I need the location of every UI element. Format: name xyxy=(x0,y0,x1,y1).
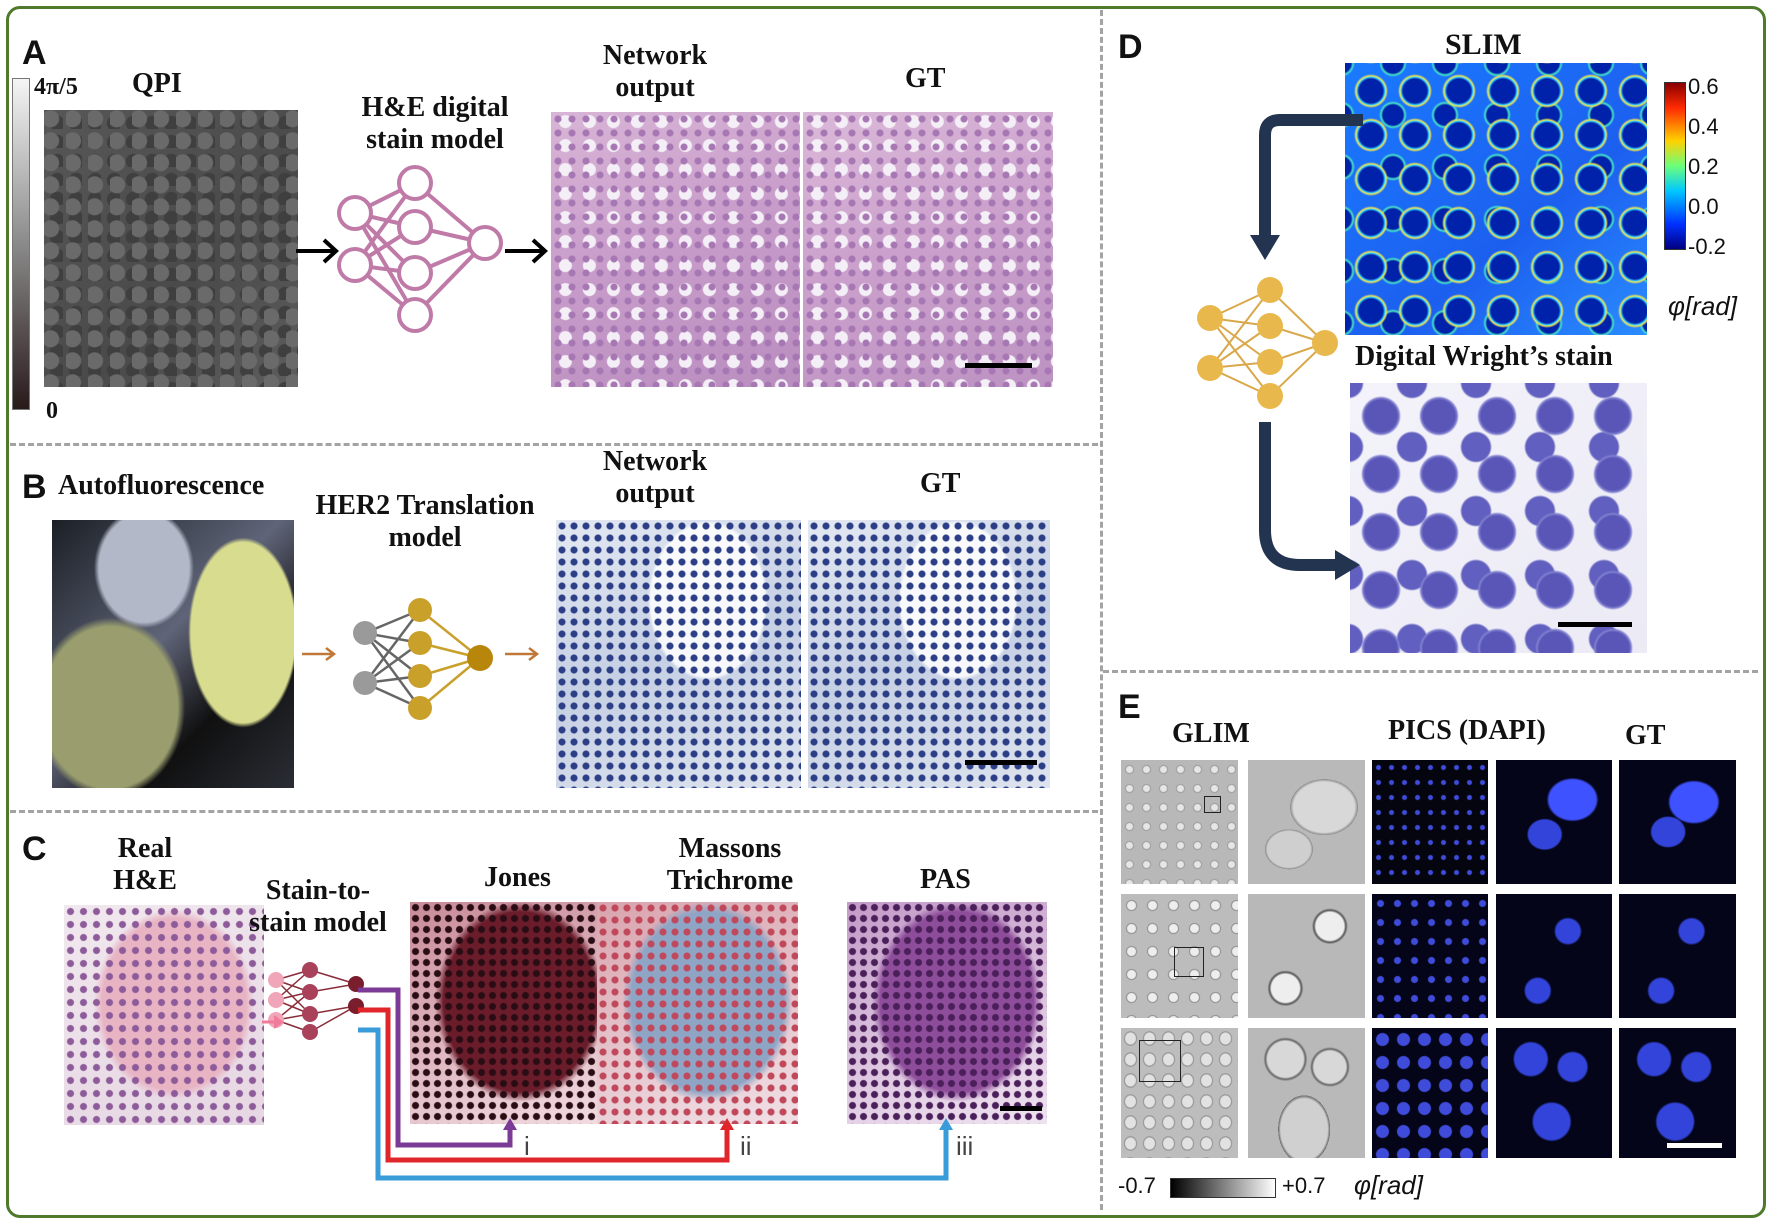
slim-tick: -0.2 xyxy=(1688,234,1726,259)
panel-label-e: E xyxy=(1118,688,1141,726)
her2-output-image xyxy=(556,520,801,788)
pas-image xyxy=(847,902,1047,1124)
he-arrow-in xyxy=(296,238,339,264)
glim-zoom-image xyxy=(1248,1028,1365,1158)
route-label-ii: ii xyxy=(740,1131,752,1161)
stain-input-arrow xyxy=(262,1015,284,1029)
slim-colorbar-unit: φ[rad] xyxy=(1668,291,1737,321)
divider-a-b xyxy=(10,443,1098,446)
pics-wide-image xyxy=(1372,1028,1488,1158)
divider-b-c xyxy=(10,810,1098,813)
slim-colorbar xyxy=(1664,82,1686,250)
qpi-title: QPI xyxy=(132,68,182,99)
wright-stain-title: Digital Wright’s stain xyxy=(1355,341,1613,372)
autofluorescence-image xyxy=(52,520,294,788)
jones-image xyxy=(410,902,610,1124)
her2-model-title: HER2 Translation model xyxy=(315,490,535,554)
gt-image xyxy=(1619,1028,1736,1158)
slim-flow-arrows xyxy=(1250,114,1363,580)
her2-network-icon xyxy=(353,598,493,720)
slim-tick: 0.6 xyxy=(1688,74,1719,99)
glim-wide-image xyxy=(1121,760,1238,884)
pics-zoom-image xyxy=(1496,760,1612,884)
real-he-title: Real H&E xyxy=(113,833,177,897)
wright-stain-image xyxy=(1350,383,1647,653)
stain-network-icon xyxy=(268,962,364,1040)
real-he-image xyxy=(64,905,264,1125)
qpi-colorbar-max-label: 4π/5 xyxy=(34,74,78,100)
he-gt-image xyxy=(803,112,1053,387)
her2-arrow-in xyxy=(302,647,337,661)
her2-scale-bar xyxy=(965,760,1037,765)
massons-title: Massons Trichrome xyxy=(666,833,794,897)
qpi-image xyxy=(44,110,298,387)
gt-col-title: GT xyxy=(1625,720,1666,751)
slim-tick: 0.2 xyxy=(1688,154,1719,179)
glim-col-title: GLIM xyxy=(1172,718,1250,749)
slim-title: SLIM xyxy=(1445,28,1522,61)
panel-label-b: B xyxy=(22,468,47,506)
panel-label-d: D xyxy=(1118,28,1143,66)
panel-label-a: A xyxy=(22,34,47,72)
panel-label-c: C xyxy=(22,830,47,868)
glim-zoom-image xyxy=(1248,760,1365,884)
gt-image xyxy=(1619,894,1736,1018)
her2-gt-title: GT xyxy=(920,468,961,499)
zoom-box xyxy=(1204,796,1221,813)
route-label-iii: iii xyxy=(956,1131,974,1161)
pas-scale-bar xyxy=(1000,1106,1042,1111)
jones-title: Jones xyxy=(484,862,551,893)
he-output-image xyxy=(551,112,800,387)
zoom-box xyxy=(1174,947,1204,977)
he-arrow-out xyxy=(505,238,548,264)
slim-colorbar-ticks: 0.6 0.4 0.2 0.0 -0.2 xyxy=(1688,74,1748,264)
glim-zoom-image xyxy=(1248,894,1365,1018)
her2-output-title: Network output xyxy=(602,446,708,510)
route-label-i: i xyxy=(524,1131,530,1161)
he-scale-bar xyxy=(965,363,1032,368)
glim-colorbar-unit: φ[rad] xyxy=(1354,1170,1423,1200)
her2-gt-image xyxy=(808,520,1050,788)
pics-wide-image xyxy=(1372,894,1488,1018)
pics-zoom-image xyxy=(1496,894,1612,1018)
he-network-icon xyxy=(337,165,503,333)
glim-colorbar-max-label: +0.7 xyxy=(1282,1173,1326,1198)
autofluorescence-title: Autofluorescence xyxy=(58,470,265,501)
gt-image xyxy=(1619,760,1736,884)
glim-colorbar-min-label: -0.7 xyxy=(1118,1173,1156,1198)
wright-scale-bar xyxy=(1558,622,1632,627)
glim-colorbar xyxy=(1170,1178,1276,1198)
zoom-box xyxy=(1139,1040,1181,1082)
divider-d-e xyxy=(1103,670,1758,673)
her2-arrow-out xyxy=(505,647,540,661)
he-gt-title: GT xyxy=(905,63,946,94)
pics-wide-image xyxy=(1372,760,1488,884)
stain-model-title: Stain-to-stain model xyxy=(249,875,387,939)
slim-tick: 0.4 xyxy=(1688,114,1719,139)
glim-wide-image xyxy=(1121,1028,1238,1158)
massons-image xyxy=(597,902,798,1124)
divider-vertical xyxy=(1100,10,1103,1210)
slim-network-icon xyxy=(1197,277,1338,409)
glim-wide-image xyxy=(1121,894,1238,1018)
qpi-colorbar-min-label: 0 xyxy=(46,398,58,424)
slim-image xyxy=(1345,63,1647,335)
pics-col-title: PICS (DAPI) xyxy=(1388,715,1546,746)
he-model-title: H&E digital stain model xyxy=(361,92,509,156)
qpi-colorbar xyxy=(12,78,30,410)
slim-tick: 0.0 xyxy=(1688,194,1719,219)
he-output-title: Network output xyxy=(602,40,708,104)
pas-title: PAS xyxy=(920,864,971,895)
pics-zoom-image xyxy=(1496,1028,1612,1158)
figure-frame xyxy=(6,6,1766,1218)
gt-scale-bar xyxy=(1667,1143,1722,1148)
